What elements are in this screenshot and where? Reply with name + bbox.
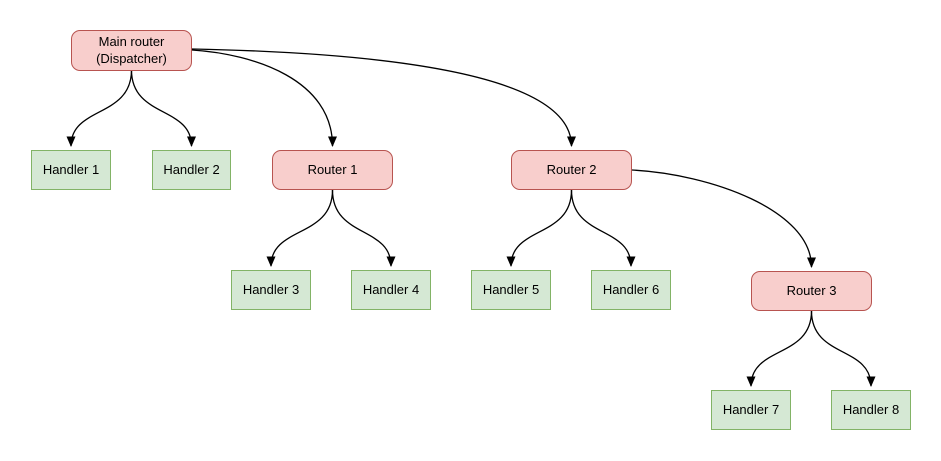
node-router-2-label: Router 2 — [546, 161, 597, 177]
node-handler-1-label: Handler 1 — [42, 161, 100, 177]
edge-main-router-to-router-2 — [191, 48, 576, 147]
edge-main-router-to-handler-1 — [66, 69, 133, 147]
edge-router-1-to-handler-4 — [331, 189, 396, 267]
node-handler-6-label: Handler 6 — [602, 281, 660, 297]
edge-router-2-to-handler-5 — [506, 189, 573, 267]
node-handler-4-label: Handler 4 — [362, 281, 420, 297]
node-main-router-label-line1: Main router — [98, 34, 165, 50]
node-handler-7: Handler 7 — [711, 390, 791, 430]
node-handler-1: Handler 1 — [31, 150, 111, 190]
node-handler-6: Handler 6 — [591, 270, 671, 310]
edge-main-router-to-handler-2 — [130, 69, 196, 147]
node-handler-8-label: Handler 8 — [842, 401, 900, 417]
node-router-3-label: Router 3 — [786, 282, 837, 298]
node-handler-7-label: Handler 7 — [722, 401, 780, 417]
node-router-1-label: Router 1 — [307, 161, 358, 177]
node-handler-2: Handler 2 — [152, 150, 231, 190]
node-handler-5-label: Handler 5 — [482, 281, 540, 297]
node-handler-3-label: Handler 3 — [242, 281, 300, 297]
edge-router-2-to-router-3 — [631, 169, 816, 268]
edge-router-3-to-handler-8 — [810, 310, 876, 387]
edge-main-router-to-router-1 — [191, 49, 337, 147]
edge-router-3-to-handler-7 — [746, 310, 813, 387]
node-handler-3: Handler 3 — [231, 270, 311, 310]
edge-router-2-to-handler-6 — [570, 189, 636, 267]
node-handler-8: Handler 8 — [831, 390, 911, 430]
edge-router-1-to-handler-3 — [266, 189, 334, 267]
node-handler-5: Handler 5 — [471, 270, 551, 310]
node-main-router: Main router (Dispatcher) — [71, 30, 192, 71]
node-handler-2-label: Handler 2 — [163, 161, 220, 177]
node-router-1: Router 1 — [272, 150, 393, 190]
node-router-2: Router 2 — [511, 150, 632, 190]
node-router-3: Router 3 — [751, 271, 872, 311]
node-handler-4: Handler 4 — [351, 270, 431, 310]
node-main-router-label-line2: (Dispatcher) — [96, 50, 167, 66]
